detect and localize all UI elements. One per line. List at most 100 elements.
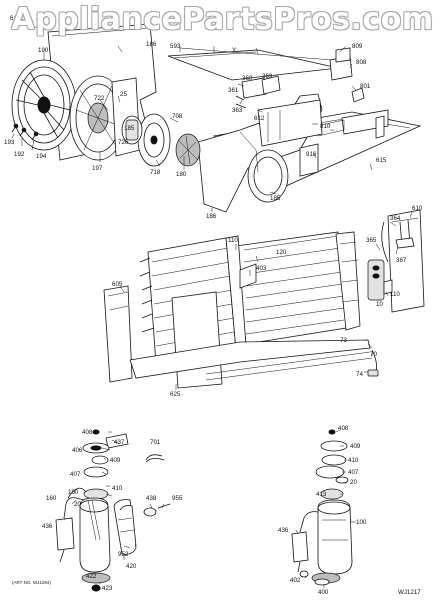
bracket-809-808 [329, 47, 353, 81]
label-410-right: 410 [348, 457, 359, 464]
capacitor-bracket-364 [395, 219, 415, 249]
side-panel-916 [299, 143, 319, 177]
label-437: 437 [114, 439, 125, 446]
label-955: 955 [172, 495, 183, 502]
screws-193-192-194 [11, 123, 39, 141]
label-408-left: 408 [82, 429, 93, 436]
panel-625 [171, 291, 223, 389]
blower-wheel-197 [69, 75, 127, 161]
label-369: 369 [262, 73, 273, 80]
compressor-overload-parts-right [315, 429, 349, 500]
label-100-right: 100 [356, 519, 367, 526]
label-610: 610 [412, 205, 423, 212]
label-367: 367 [396, 257, 407, 264]
label-73: 73 [340, 337, 347, 344]
label-194: 194 [36, 153, 47, 160]
label-180: 180 [176, 171, 187, 178]
label-100-left: 100 [68, 489, 79, 496]
label-74: 74 [356, 371, 363, 378]
top-cover-593 [167, 46, 339, 81]
label-Y: Y [232, 47, 236, 54]
label-20-left: 20 [74, 501, 81, 508]
motor-185 [121, 115, 143, 145]
label-186-mid: 186 [206, 213, 217, 220]
label-400: 400 [318, 589, 329, 596]
tubing-160 [67, 487, 87, 499]
label-160: 160 [46, 495, 57, 502]
label-363: 363 [232, 107, 243, 114]
label-708: 708 [172, 113, 183, 120]
label-110-right: 110 [390, 291, 400, 298]
clip-801 [351, 87, 365, 103]
compressor-100-left [79, 497, 111, 592]
mounting-grommets-420 [113, 499, 137, 555]
label-436-left: 436 [42, 523, 53, 530]
capacitor-10 [367, 259, 393, 301]
label-625: 625 [170, 391, 181, 398]
accumulator-436-left [55, 497, 85, 563]
compressor-100-right [311, 499, 353, 584]
panel-605 [103, 285, 133, 383]
label-402: 402 [290, 577, 301, 584]
label-952: 952 [118, 551, 129, 558]
label-438: 438 [146, 495, 157, 502]
label-436-right: 436 [278, 527, 289, 534]
grommets-402-400 [299, 570, 330, 586]
label-809: 809 [352, 43, 363, 50]
label-722: 722 [94, 95, 105, 102]
label-413: 413 [316, 491, 327, 498]
baffle-403 [239, 263, 257, 289]
label-408-right: 408 [338, 425, 349, 432]
label-186-top: 186 [146, 41, 157, 48]
label-810: 810 [320, 123, 331, 130]
label-10: 10 [376, 301, 383, 308]
diagram-code: WJ1217 [398, 589, 421, 596]
cord-and-plug-70-74 [367, 349, 379, 377]
label-403: 403 [256, 265, 267, 272]
part-number-labels: 616 593 Y 809 808 801 190 186 722 25 360… [4, 15, 423, 596]
label-20-right: 20 [350, 479, 357, 486]
label-916: 916 [306, 151, 317, 158]
label-110-top: 110 [228, 237, 238, 244]
partition-panel-612 [257, 99, 323, 147]
wire-365 [381, 221, 389, 263]
label-361: 361 [228, 87, 239, 94]
label-190: 190 [38, 47, 49, 54]
art-number: (ART NO. WJ1284) [12, 580, 51, 585]
label-193: 193 [4, 139, 15, 146]
label-364: 364 [390, 215, 401, 222]
label-701: 701 [150, 439, 161, 446]
leader-lines [11, 17, 413, 590]
label-185-top: 185 [124, 125, 135, 132]
label-605: 605 [112, 281, 123, 288]
label-120: 120 [276, 249, 287, 256]
label-615: 615 [376, 157, 387, 164]
label-192: 192 [14, 151, 25, 158]
label-407-right: 407 [348, 469, 359, 476]
control-parts-360-369 [235, 75, 281, 109]
accumulator-436-right [291, 511, 319, 573]
label-197: 197 [92, 165, 103, 172]
label-420: 420 [126, 563, 137, 570]
label-422: 422 [86, 573, 97, 580]
label-407-left: 407 [70, 471, 81, 478]
label-365: 365 [366, 237, 377, 244]
label-808: 808 [356, 59, 367, 66]
label-801: 801 [360, 83, 371, 90]
label-612: 612 [254, 115, 265, 122]
blower-wheel-718 [137, 113, 171, 167]
label-616: 616 [10, 15, 21, 22]
base-pan-73 [129, 339, 373, 381]
label-718: 718 [150, 169, 161, 176]
label-409-left: 409 [110, 457, 121, 464]
label-406-left: 406 [72, 447, 83, 454]
label-25: 25 [120, 91, 127, 98]
label-409-right: 409 [350, 443, 361, 450]
label-593: 593 [170, 43, 181, 50]
label-726: 726 [118, 139, 129, 146]
label-410-left: 410 [112, 485, 123, 492]
label-360: 360 [242, 75, 253, 82]
evaporator-coil-120 [235, 231, 361, 345]
